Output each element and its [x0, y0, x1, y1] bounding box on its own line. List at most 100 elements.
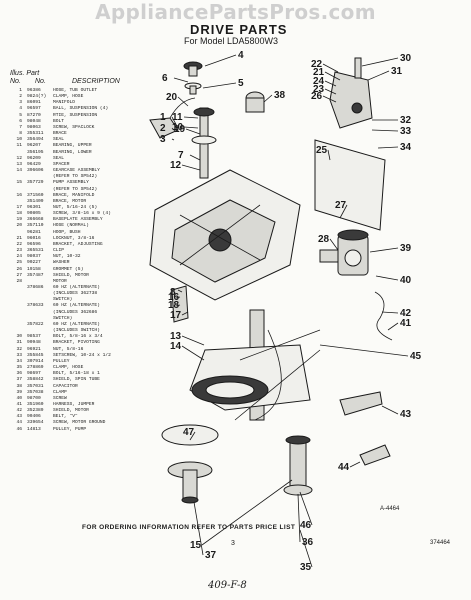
callout-number: 37	[205, 550, 217, 561]
callout-leader-line	[171, 116, 179, 129]
bracket-part	[339, 391, 391, 466]
part-description: BRACE, MANIFOLD	[53, 192, 95, 198]
parts-row: SWITCH)	[8, 297, 168, 303]
document-number: 374464	[430, 540, 451, 546]
bolt-washer-part	[184, 82, 202, 95]
part-description: BASEPLATE ASSEMBLY	[53, 217, 103, 223]
part-number: 365531	[27, 248, 44, 254]
callout-number: 26	[311, 91, 323, 102]
part-description: BRACKET, ADJUSTING	[53, 241, 103, 247]
callout-leader-line	[324, 71, 341, 81]
part-illus-no: 20	[16, 223, 22, 229]
part-description: SHIELD, SPIN TUBE	[53, 377, 100, 383]
part-description: CAPACITOR	[53, 383, 78, 389]
callout-number: 22	[311, 59, 323, 70]
baseplate-assembly	[149, 169, 301, 301]
callout-leader-line	[327, 149, 331, 161]
part-number: 357729	[27, 180, 44, 186]
callout-leader-line	[371, 129, 399, 132]
part-description: NUT, 5/8-16	[53, 346, 84, 352]
callout-number: 41	[400, 318, 412, 329]
callout-number: 7	[178, 150, 184, 161]
callout-leader-line	[319, 344, 409, 357]
part-illus-no: 6	[19, 118, 22, 124]
part-illus-no: 22	[16, 241, 22, 247]
part-description: SCREW, MOTOR GROUND	[53, 420, 106, 426]
part-illus-no: 14	[16, 168, 22, 174]
part-number: 87270	[27, 112, 41, 118]
callout-number: 40	[400, 275, 412, 286]
callout-leader-line	[367, 70, 390, 81]
part-description: NUT, 10-32	[53, 254, 81, 260]
part-illus-no: 25	[16, 260, 22, 266]
part-illus-no: 15	[16, 180, 22, 186]
gearcase-assembly	[189, 309, 311, 421]
callout-leader-line	[177, 289, 183, 293]
callout-leader-line	[181, 164, 201, 171]
part-description: 60 HZ (ALTERNATE)	[53, 321, 100, 327]
part-number: 96596	[27, 241, 41, 247]
callout-number: 10	[172, 122, 184, 133]
callout-number: 4	[238, 50, 244, 61]
callout-number: 24	[313, 76, 325, 87]
callout-leader-line	[381, 405, 399, 415]
page-title: DRIVE PARTS	[190, 22, 288, 37]
part-description: RTIE, SUSPENSION	[53, 112, 98, 118]
callout-number: 25	[316, 145, 328, 156]
part-description: CLAMP, HOSE	[53, 365, 84, 371]
part-illus-no: 46	[16, 426, 22, 432]
callout-number: 2	[160, 123, 166, 134]
part-illus-no: 34	[16, 358, 22, 364]
part-description: HARNESS, JUMPER	[53, 401, 95, 407]
callout-leader-line	[173, 77, 189, 83]
part-description: MANIFOLD	[53, 100, 76, 106]
spin-tube-shield-part	[161, 424, 219, 504]
part-description: BOLT, 5/16-18 x 1	[53, 371, 100, 377]
part-description: MOTOR	[53, 278, 67, 284]
jumper-harness-part	[374, 291, 393, 341]
part-description: PULLEY, PUMP	[53, 426, 87, 432]
part-illus-no: 38	[16, 383, 22, 389]
callout-number: 5	[238, 78, 244, 89]
callout-number: 38	[274, 90, 286, 101]
callout-number: 36	[302, 537, 314, 548]
callout-number: 35	[300, 562, 312, 573]
part-number: 96281	[27, 229, 41, 235]
part-description: NUT, 5/16-24 (5)	[53, 204, 98, 210]
part-number: 96597	[27, 106, 41, 112]
callout-leader-line	[193, 501, 204, 556]
callout-leader-line	[381, 311, 399, 314]
parts-row: SWITCH)	[8, 316, 168, 322]
part-description: 60 HZ (ALTERNATE)	[53, 303, 100, 309]
callout-leader-line	[181, 335, 205, 346]
part-number: 358842	[27, 377, 44, 383]
part-description: CLAMP	[53, 389, 67, 395]
callout-number: 11	[172, 112, 183, 123]
callout-number: 13	[170, 331, 182, 342]
callout-number: 43	[400, 409, 412, 420]
callout-number: 47	[183, 427, 195, 438]
part-number: 351960	[27, 401, 44, 407]
part-number: 96429	[27, 161, 41, 167]
part-number: 378686	[27, 285, 44, 290]
part-number: 98063	[27, 124, 41, 130]
callout-number: 30	[400, 53, 412, 64]
part-number: 278869	[27, 365, 44, 371]
callout-number: 39	[400, 243, 412, 254]
part-description: GEARCASE ASSEMBLY	[53, 168, 100, 174]
part-illus-no: 44	[16, 420, 22, 426]
